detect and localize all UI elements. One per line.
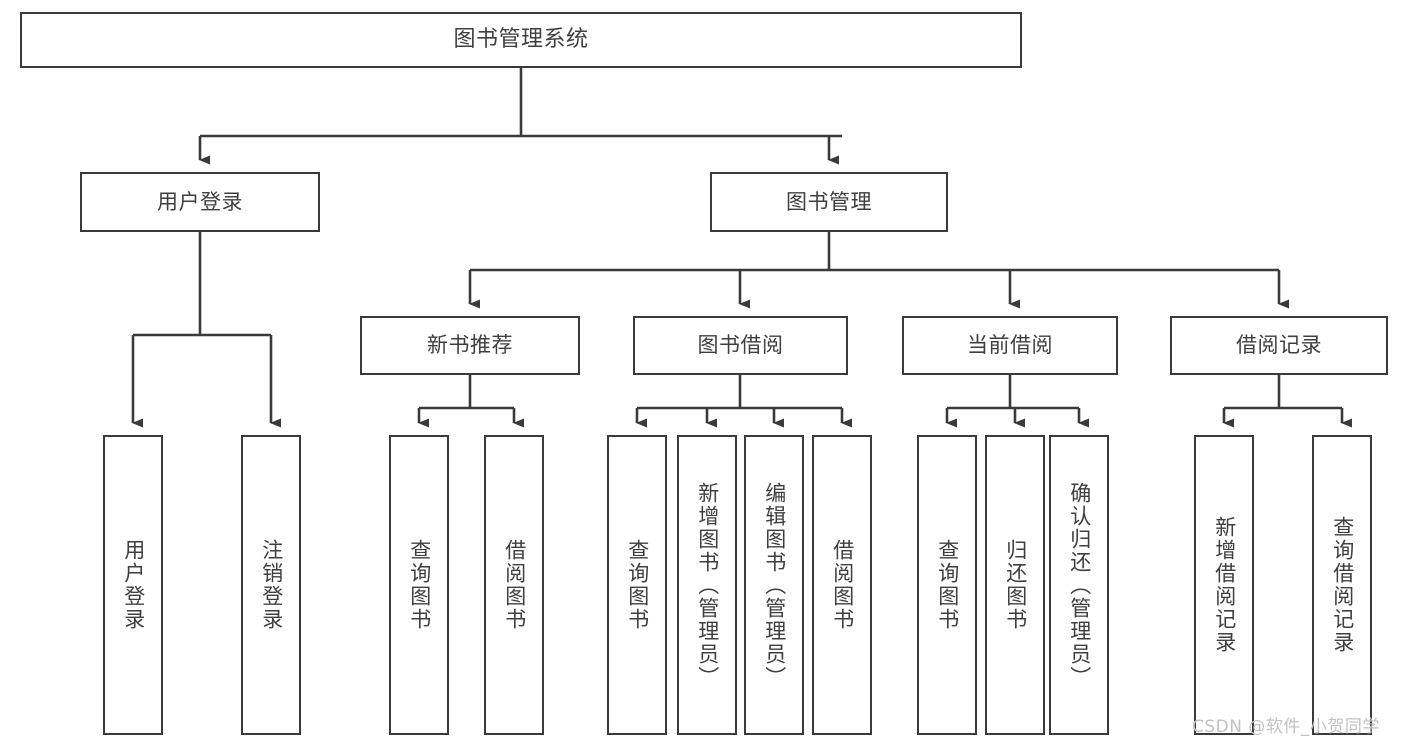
leaf-query-book-borrow[interactable]: 查询图书: [607, 435, 667, 735]
leaf-add-book-admin-label: 新增图书（管理员）: [695, 481, 720, 689]
node-book-management-label: 图书管理: [786, 189, 872, 214]
leaf-query-book-newbook[interactable]: 查询图书: [389, 435, 449, 735]
leaf-return-book-label: 归还图书: [1003, 539, 1028, 631]
leaf-borrow-book-newbook[interactable]: 借阅图书: [484, 435, 544, 735]
leaf-query-borrow-record-label: 查询借阅记录: [1330, 516, 1355, 654]
leaf-borrow-book-newbook-label: 借阅图书: [502, 539, 527, 631]
leaf-add-book-admin[interactable]: 新增图书（管理员）: [677, 435, 737, 735]
node-user-login-label: 用户登录: [157, 189, 243, 214]
leaf-add-borrow-record-label: 新增借阅记录: [1212, 516, 1237, 654]
node-book-borrow[interactable]: 图书借阅: [633, 316, 848, 375]
leaf-logout[interactable]: 注销登录: [241, 435, 301, 735]
leaf-query-book-newbook-label: 查询图书: [407, 539, 432, 631]
leaf-user-login[interactable]: 用户登录: [103, 435, 163, 735]
leaf-edit-book-admin-label: 编辑图书（管理员）: [762, 481, 787, 689]
leaf-query-borrow-record[interactable]: 查询借阅记录: [1312, 435, 1372, 735]
node-borrow-record-label: 借阅记录: [1236, 333, 1322, 358]
leaf-confirm-return-admin[interactable]: 确认归还（管理员）: [1049, 435, 1109, 735]
leaf-user-login-label: 用户登录: [121, 539, 146, 631]
node-root[interactable]: 图书管理系统: [20, 12, 1022, 68]
node-root-label: 图书管理系统: [453, 27, 589, 53]
node-current-borrow-label: 当前借阅: [967, 333, 1053, 358]
leaf-borrow-book[interactable]: 借阅图书: [812, 435, 872, 735]
leaf-query-book-current[interactable]: 查询图书: [917, 435, 977, 735]
node-user-login[interactable]: 用户登录: [80, 172, 320, 232]
leaf-query-book-borrow-label: 查询图书: [625, 539, 650, 631]
node-new-book-recommend-label: 新书推荐: [427, 333, 513, 358]
node-borrow-record[interactable]: 借阅记录: [1170, 316, 1388, 375]
node-current-borrow[interactable]: 当前借阅: [902, 316, 1118, 375]
leaf-add-borrow-record[interactable]: 新增借阅记录: [1194, 435, 1254, 735]
leaf-edit-book-admin[interactable]: 编辑图书（管理员）: [744, 435, 804, 735]
watermark: CSDN @软件_小贺同学: [1192, 717, 1380, 737]
leaf-logout-label: 注销登录: [259, 539, 284, 631]
node-new-book-recommend[interactable]: 新书推荐: [360, 316, 580, 375]
leaf-return-book[interactable]: 归还图书: [985, 435, 1045, 735]
leaf-borrow-book-label: 借阅图书: [830, 539, 855, 631]
leaf-query-book-current-label: 查询图书: [935, 539, 960, 631]
node-book-borrow-label: 图书借阅: [697, 333, 784, 358]
node-book-management[interactable]: 图书管理: [710, 172, 948, 232]
leaf-confirm-return-admin-label: 确认归还（管理员）: [1067, 481, 1092, 689]
